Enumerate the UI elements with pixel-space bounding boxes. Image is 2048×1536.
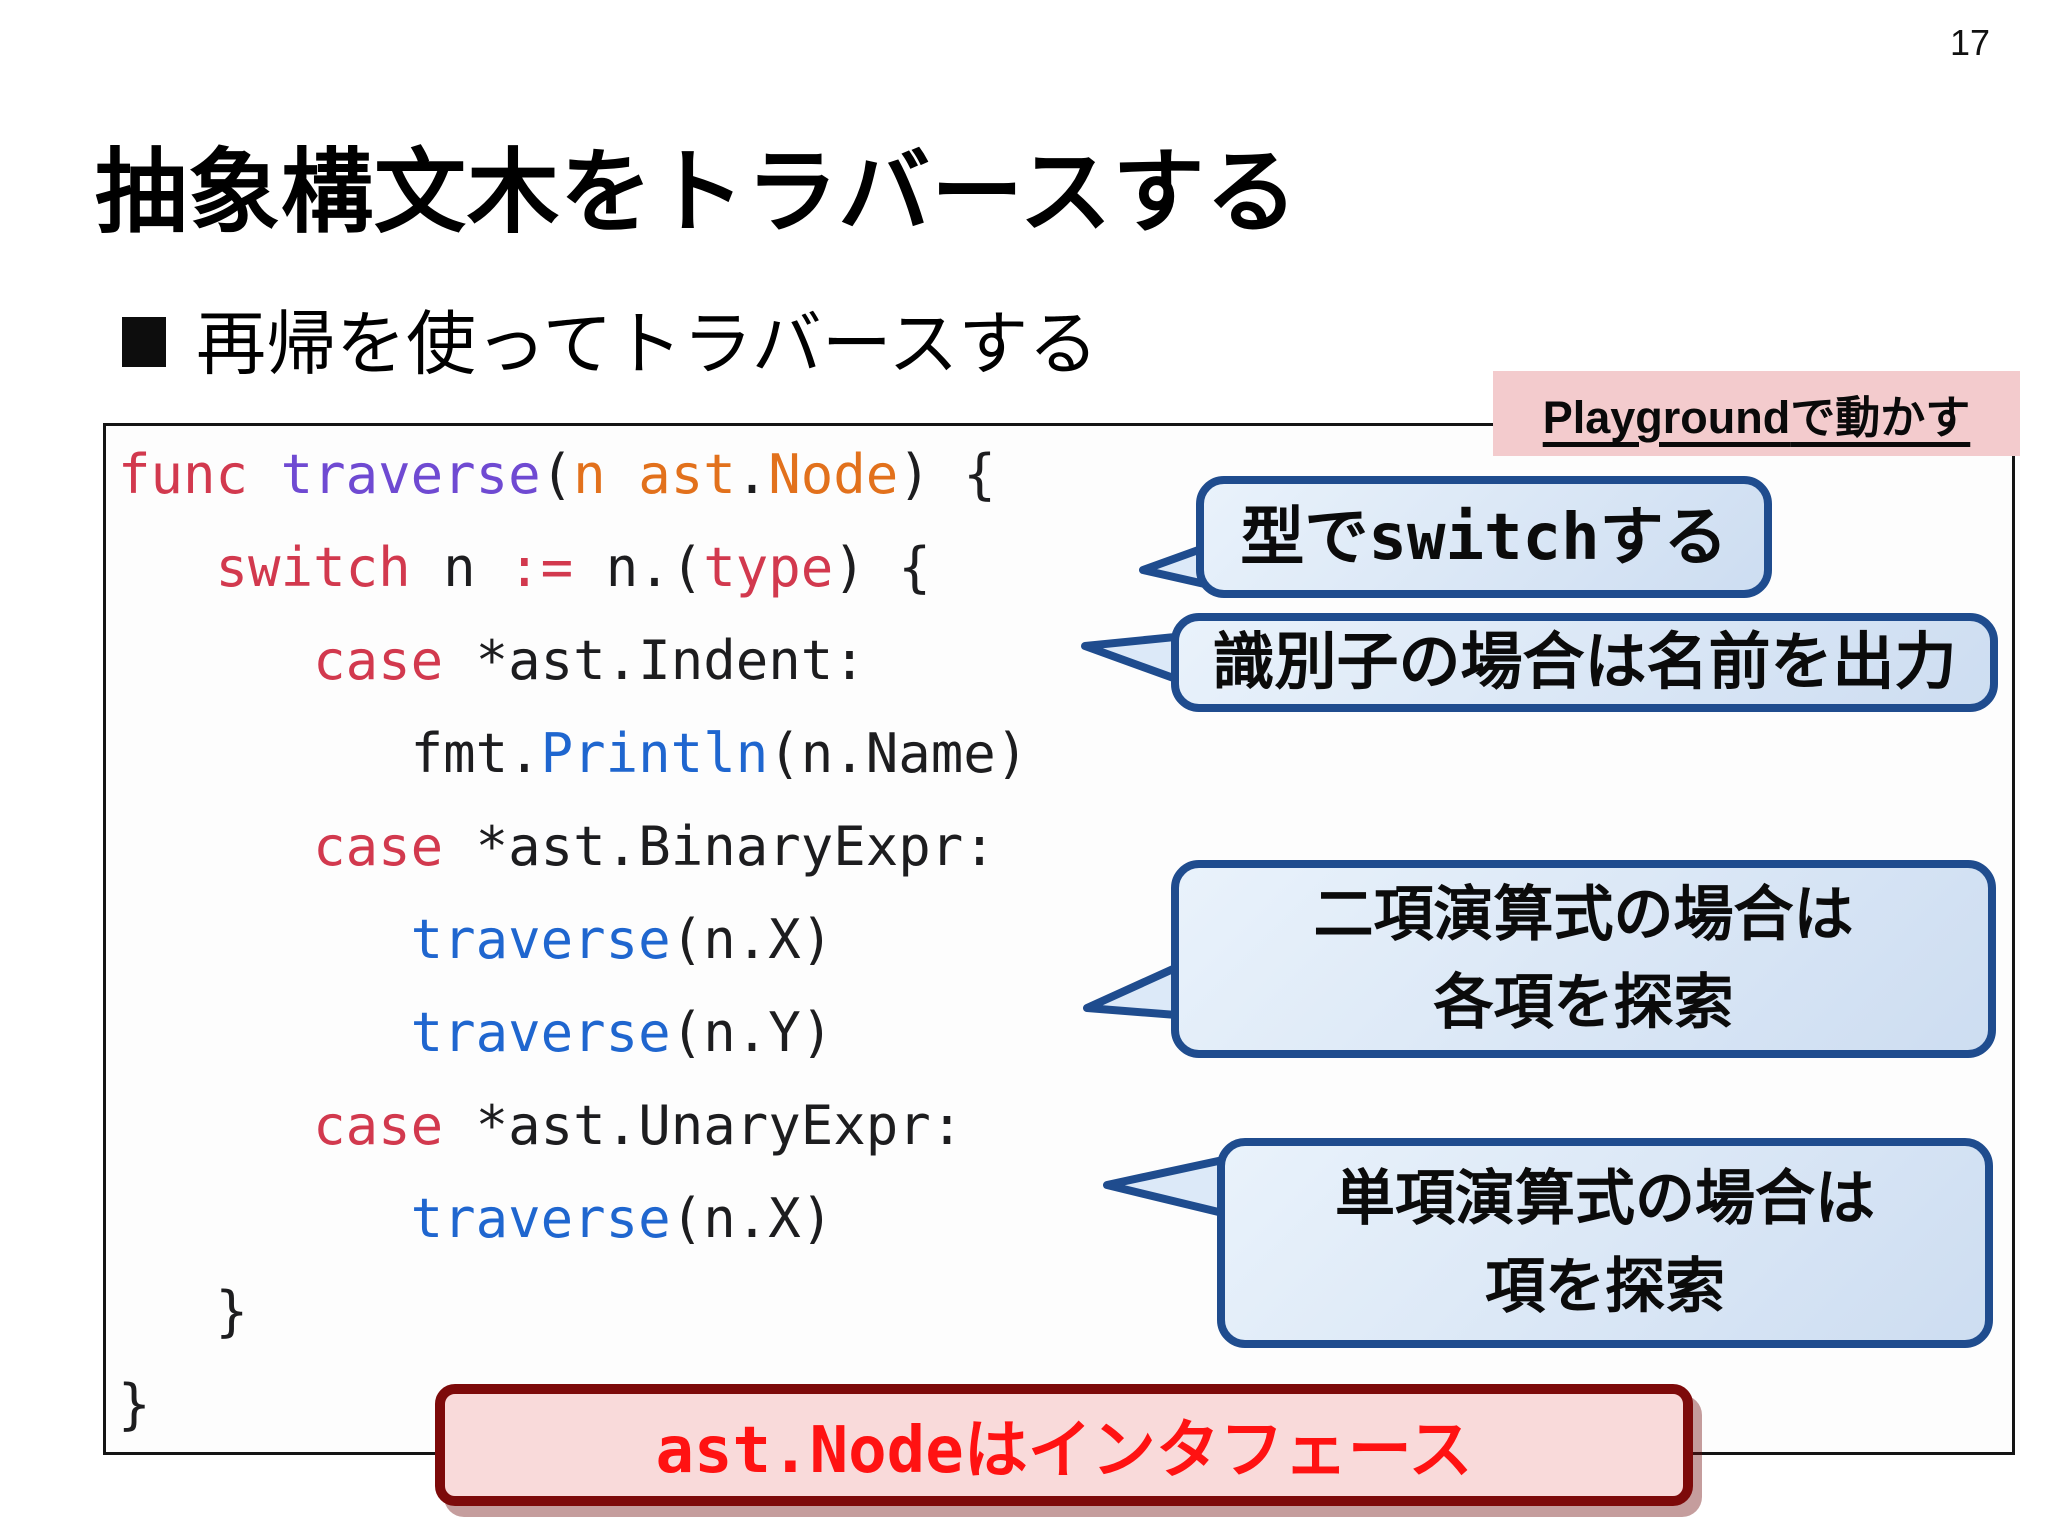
code-token: case bbox=[313, 1094, 444, 1157]
note-text: ast.Nodeはインタフェース bbox=[655, 1399, 1472, 1491]
code-listing: func traverse(n ast.Node) { switch n := … bbox=[118, 428, 1028, 1451]
code-token: n ast bbox=[573, 443, 736, 506]
code-token: Node bbox=[768, 443, 899, 506]
code-token: traverse bbox=[280, 443, 541, 506]
callout-text: 型でswitchする bbox=[1240, 487, 1727, 588]
code-line: switch n := n.(type) { bbox=[118, 521, 1028, 614]
code-token: traverse bbox=[410, 1187, 671, 1250]
text-run: 識別子の場合は名前を出力 bbox=[1212, 628, 1957, 697]
playground-link[interactable]: Playgroundで動かす bbox=[1543, 381, 1971, 446]
text-run: で動かす bbox=[1790, 392, 1971, 443]
code-token bbox=[118, 1094, 313, 1157]
slide-title: 抽象構文木をトラバースする bbox=[95, 141, 1299, 244]
bullet-heading: 再帰を使ってトラバースする bbox=[122, 296, 1098, 383]
code-token: n bbox=[410, 536, 509, 599]
code-token: } bbox=[118, 1280, 249, 1343]
code-token: fmt. bbox=[118, 722, 541, 785]
code-token: ) { bbox=[833, 536, 931, 599]
callout-text: 各項を探索 bbox=[1434, 959, 1734, 1047]
text-run: 各項を探索 bbox=[1433, 969, 1734, 1036]
code-token: func bbox=[118, 443, 249, 506]
playground-label: Playgroundで動かす bbox=[1493, 371, 2020, 456]
callout-text: 項を探索 bbox=[1485, 1243, 1725, 1331]
text-run: 項を探索 bbox=[1485, 1253, 1725, 1320]
text-run: ast.Node bbox=[655, 1414, 964, 1488]
callout-text: 識別子の場合は名前を出力 bbox=[1212, 620, 1956, 705]
code-token: switch bbox=[215, 536, 411, 599]
ast-node-note: ast.Nodeはインタフェース bbox=[435, 1384, 1693, 1506]
code-token: n.( bbox=[573, 536, 704, 599]
code-line: traverse(n.X) bbox=[118, 893, 1028, 986]
code-token: *ast.BinaryExpr: bbox=[443, 815, 996, 878]
code-line: traverse(n.X) bbox=[118, 1172, 1028, 1265]
code-token: type bbox=[703, 536, 834, 599]
code-token: *ast.Indent: bbox=[443, 629, 866, 692]
code-token bbox=[118, 1187, 411, 1250]
code-token bbox=[118, 908, 411, 971]
code-token: } bbox=[118, 1373, 151, 1436]
code-line: fmt.Println(n.Name) bbox=[118, 707, 1029, 800]
callout-text: 単項演算式の場合は bbox=[1335, 1155, 1875, 1243]
bullet-text: 再帰を使ってトラバースする bbox=[196, 304, 1099, 383]
code-token bbox=[118, 536, 216, 599]
code-line: traverse(n.Y) bbox=[118, 986, 1028, 1079]
code-line: } bbox=[118, 1358, 1028, 1451]
text-run: 型で bbox=[1240, 500, 1369, 573]
page-number: 17 bbox=[1949, 22, 1990, 63]
code-token: (n.X) bbox=[670, 1187, 834, 1250]
code-token bbox=[248, 443, 281, 506]
code-token: ) { bbox=[898, 443, 996, 506]
callout-switch-on-type: 型でswitchする bbox=[1196, 476, 1772, 598]
code-token: . bbox=[735, 443, 769, 506]
code-line: case *ast.UnaryExpr: bbox=[118, 1079, 1028, 1172]
text-run: Playground bbox=[1542, 392, 1791, 443]
code-line: case *ast.Indent: bbox=[118, 614, 1028, 707]
text-run: はインタフェース bbox=[963, 1414, 1473, 1486]
code-token: (n.Name) bbox=[768, 722, 1029, 785]
code-token: case bbox=[313, 815, 444, 878]
code-token: traverse bbox=[410, 1001, 671, 1064]
code-token: Println bbox=[540, 722, 769, 785]
code-token: (n.X) bbox=[670, 908, 834, 971]
text-run: する bbox=[1599, 500, 1728, 573]
code-token: (n.Y) bbox=[670, 1001, 834, 1064]
code-line: func traverse(n ast.Node) { bbox=[118, 428, 1028, 521]
bullet-marker-icon bbox=[122, 317, 166, 367]
code-token bbox=[118, 1001, 411, 1064]
code-line: } bbox=[118, 1265, 1028, 1358]
code-token bbox=[118, 815, 313, 878]
callout-binary-expr-case: 二項演算式の場合は 各項を探索 bbox=[1171, 860, 1996, 1058]
text-run: 二項演算式の場合は bbox=[1313, 881, 1854, 948]
code-line: case *ast.BinaryExpr: bbox=[118, 800, 1028, 893]
callout-identifier-case: 識別子の場合は名前を出力 bbox=[1171, 613, 1998, 712]
code-token: traverse bbox=[410, 908, 671, 971]
code-token: case bbox=[313, 629, 444, 692]
callout-unary-expr-case: 単項演算式の場合は 項を探索 bbox=[1217, 1138, 1993, 1348]
code-token: *ast.UnaryExpr: bbox=[443, 1094, 964, 1157]
text-run: switch bbox=[1368, 500, 1600, 575]
text-run: 単項演算式の場合は bbox=[1335, 1165, 1875, 1232]
code-token: ( bbox=[540, 443, 574, 506]
code-token bbox=[118, 629, 313, 692]
code-token: := bbox=[508, 536, 574, 599]
callout-text: 二項演算式の場合は bbox=[1314, 871, 1854, 959]
